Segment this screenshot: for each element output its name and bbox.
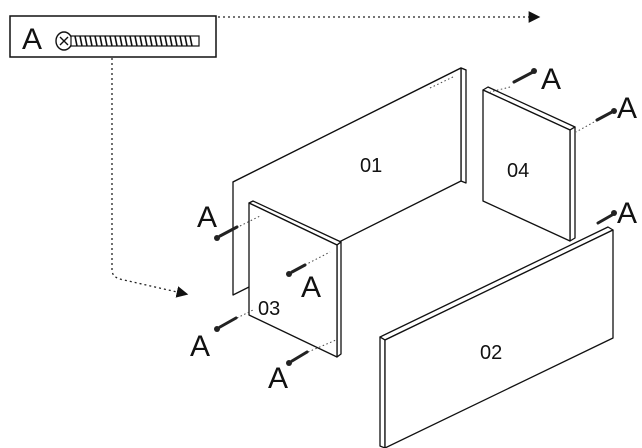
screw-a-3-label: A <box>617 197 637 230</box>
screw-icon <box>55 31 200 51</box>
screw-a-7-label: A <box>268 362 288 395</box>
screw-a-6-label: A <box>190 330 210 363</box>
screw-a-4: A <box>197 201 261 241</box>
screw-a-3: A <box>596 197 637 230</box>
panel-02: 02 <box>379 226 614 448</box>
panel-03: 03 <box>248 200 342 358</box>
panel-04-label: 04 <box>507 160 529 182</box>
screw-a-6: A <box>190 309 254 363</box>
screw-a-2-label: A <box>617 92 637 125</box>
screw-a-7: A <box>268 339 337 395</box>
panel-04: 04 <box>482 86 576 242</box>
screw-a-1: A <box>489 63 561 96</box>
screw-legend: A <box>9 15 217 58</box>
guide-arrow-down <box>111 58 189 298</box>
screw-a-4-label: A <box>197 201 217 234</box>
screw-a-5-label: A <box>301 271 321 304</box>
screw-a-1-label: A <box>541 63 561 96</box>
panel-02-label: 02 <box>480 342 502 364</box>
screw-a-2: A <box>575 92 637 133</box>
screw-a-5: A <box>286 251 331 304</box>
legend-letter: A <box>22 23 42 56</box>
panel-03-label: 03 <box>258 298 280 320</box>
panel-01-label: 01 <box>360 155 382 177</box>
